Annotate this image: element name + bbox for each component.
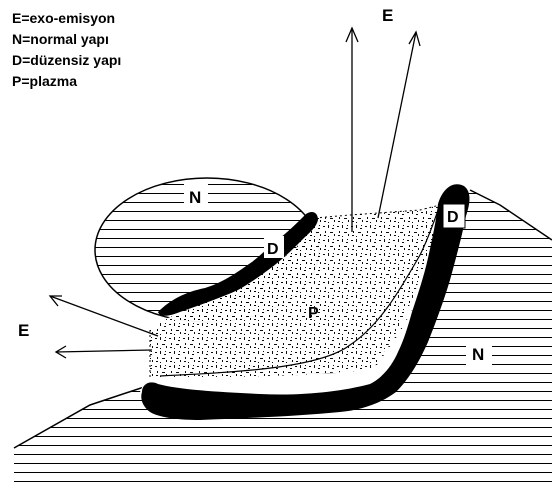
label-d-right: D	[447, 209, 459, 226]
label-n-right: N	[472, 345, 484, 364]
legend-item-n: N=normal yapı	[12, 29, 121, 50]
emission-arrow-left-lower	[56, 346, 152, 358]
label-e-left: E	[18, 321, 29, 340]
emission-arrow-up-right	[378, 32, 420, 218]
legend: E=exo-emisyon N=normal yapı D=düzensiz y…	[12, 8, 121, 92]
emission-arrow-up	[346, 28, 358, 232]
legend-item-p: P=plazma	[12, 71, 121, 92]
label-n-circle: N	[189, 188, 201, 207]
legend-item-e: E=exo-emisyon	[12, 8, 121, 29]
label-e-top: E	[382, 6, 393, 25]
label-d-circle: D	[267, 241, 279, 258]
legend-item-d: D=düzensiz yapı	[12, 50, 121, 71]
label-p: P	[308, 305, 319, 322]
